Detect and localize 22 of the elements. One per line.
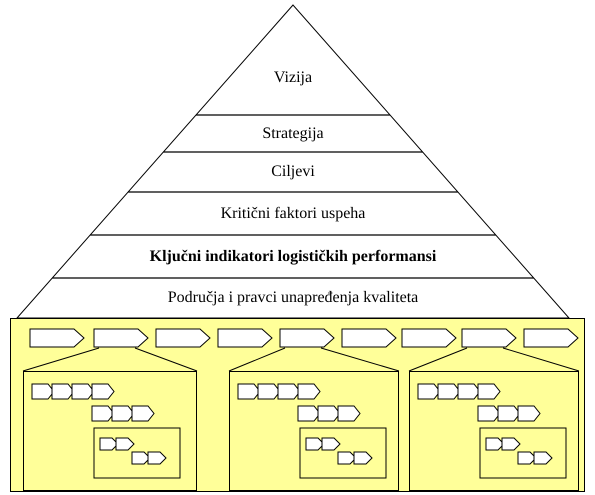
subprocess-box [229, 371, 399, 491]
process-step [217, 328, 273, 348]
level-label: Kritični faktori uspeha [220, 204, 366, 222]
process-step [93, 328, 149, 348]
process-step [279, 328, 335, 348]
level-label: Strategija [262, 124, 324, 142]
process-step [341, 328, 397, 348]
process-step [401, 328, 457, 348]
process-panel [10, 318, 585, 492]
subprocess-box [23, 371, 197, 491]
process-step [523, 328, 579, 348]
process-step [29, 328, 85, 348]
leader-line [228, 348, 400, 372]
process-step [155, 328, 211, 348]
leader-line [408, 348, 580, 372]
level-label: Područja i pravci unapređenja kvaliteta [168, 289, 418, 307]
leader-line [22, 348, 198, 372]
process-step [461, 328, 517, 348]
level-label: Vizija [274, 69, 312, 87]
subprocess-box [409, 371, 579, 491]
level-label: Ključni indikatori logističkih performansi [150, 248, 436, 266]
level-label: Ciljevi [271, 163, 315, 181]
